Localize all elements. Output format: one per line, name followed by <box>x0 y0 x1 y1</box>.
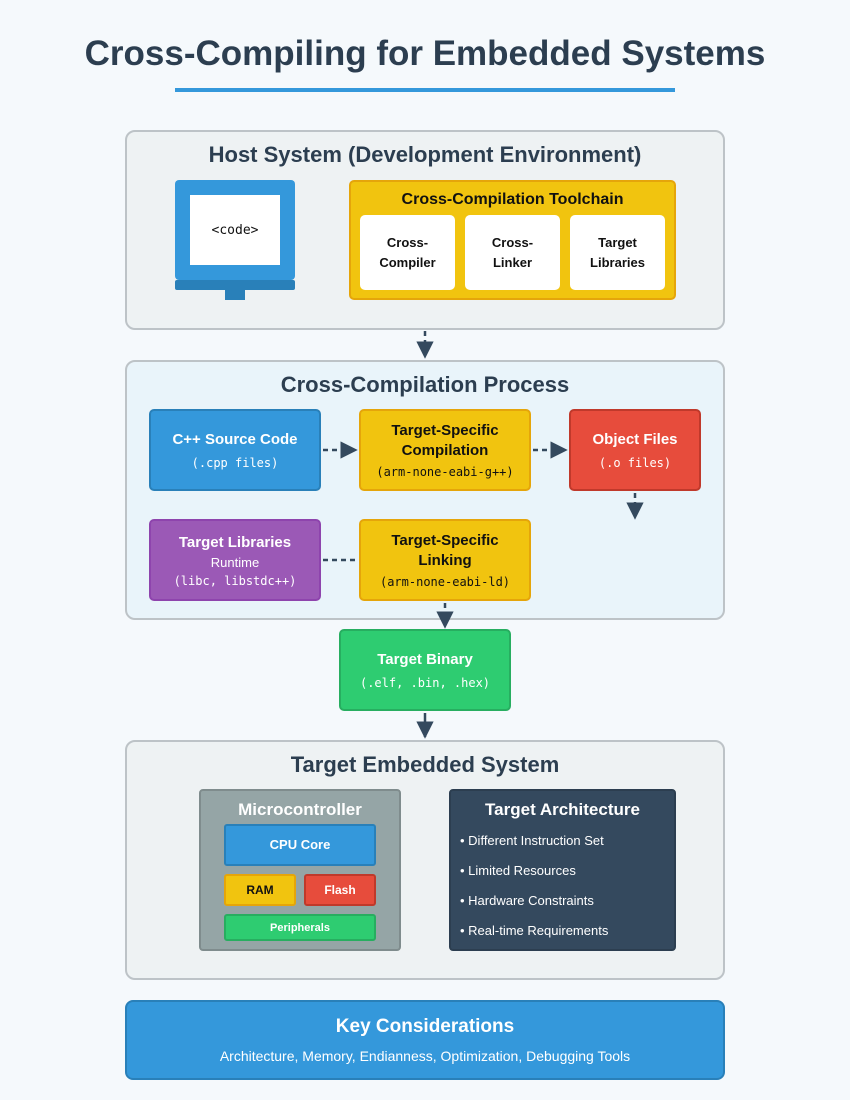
toolchain-item-cross-linker: Cross- Linker <box>465 215 560 290</box>
target-architecture-box: Target Architecture • Different Instruct… <box>449 789 676 951</box>
compilation-box: Target-Specific Compilation (arm-none-ea… <box>359 409 531 491</box>
arch-item: • Different Instruction Set <box>460 833 604 848</box>
peripherals-chip: Peripherals <box>224 914 376 941</box>
target-system-title: Target Embedded System <box>290 752 560 777</box>
key-considerations-box: Key Considerations Architecture, Memory,… <box>125 1000 725 1080</box>
arch-item: • Limited Resources <box>460 863 576 878</box>
monitor-screen: <code> <box>190 195 280 265</box>
toolchain-item-cross-compiler: Cross- Compiler <box>360 215 455 290</box>
cpu-core-chip: CPU Core <box>224 824 376 866</box>
toolchain-item-target-libraries: Target Libraries <box>570 215 665 290</box>
monitor-code-text: <code> <box>211 222 259 238</box>
source-code-box: C++ Source Code (.cpp files) <box>149 409 321 491</box>
monitor-icon: <code> <box>175 180 295 300</box>
target-architecture-title: Target Architecture <box>485 800 640 819</box>
ram-chip: RAM <box>224 874 296 906</box>
target-libraries-box: Target Libraries Runtime (libc, libstdc+… <box>149 519 321 601</box>
process-title: Cross-Compilation Process <box>280 372 570 397</box>
target-binary-box: Target Binary (.elf, .bin, .hex) <box>339 629 511 711</box>
page-title: Cross-Compiling for Embedded Systems <box>84 34 766 73</box>
microcontroller-title: Microcontroller <box>238 800 362 819</box>
key-considerations-title: Key Considerations <box>335 1016 515 1037</box>
arch-item: • Hardware Constraints <box>460 893 594 908</box>
title-underline <box>175 88 675 92</box>
flash-chip: Flash <box>304 874 376 906</box>
key-considerations-text: Architecture, Memory, Endianness, Optimi… <box>219 1048 631 1064</box>
toolchain-title: Cross-Compilation Toolchain <box>401 191 624 208</box>
host-system-title: Host System (Development Environment) <box>208 142 642 167</box>
object-files-box: Object Files (.o files) <box>569 409 701 491</box>
linking-box: Target-Specific Linking (arm-none-eabi-l… <box>359 519 531 601</box>
arch-item: • Real-time Requirements <box>460 923 609 938</box>
